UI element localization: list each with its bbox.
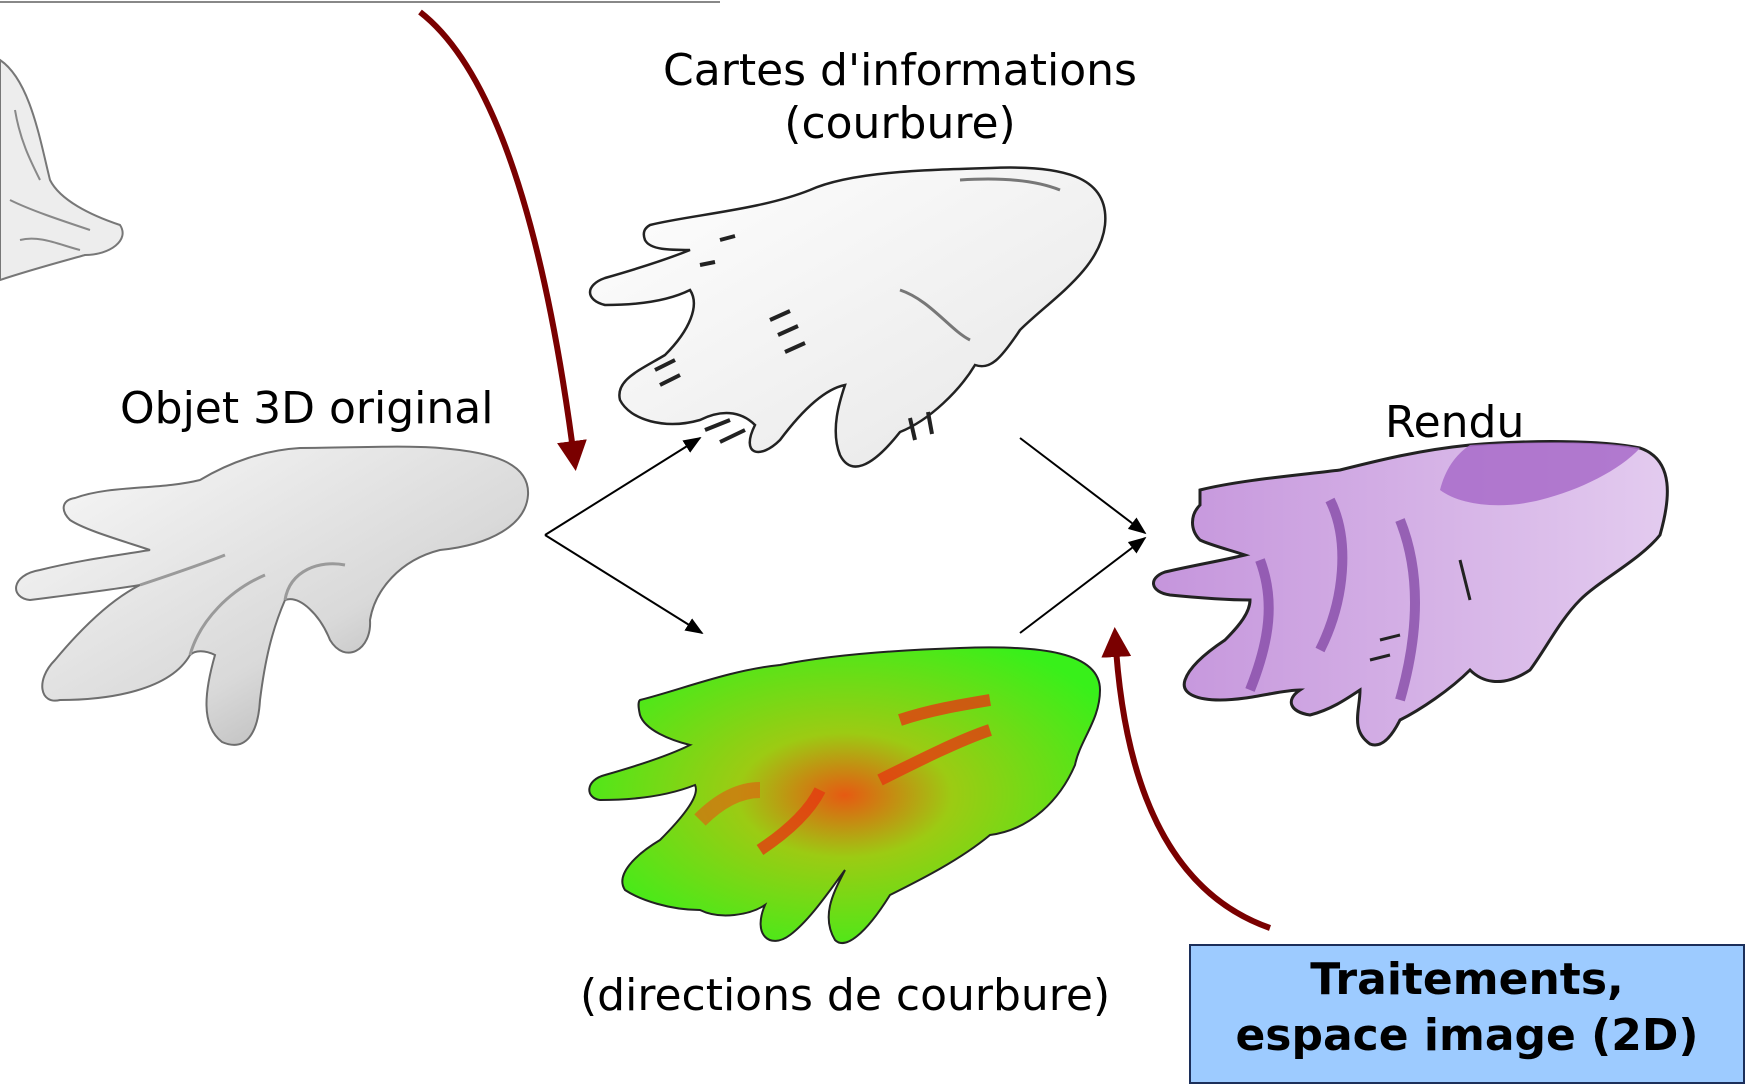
curvature-map-label-line2: (courbure) [500,98,1300,151]
curvature-map-label-line1: Cartes d'informations [500,45,1300,98]
curvature-map-label: Cartes d'informations (courbure) [500,45,1300,151]
rendered-hand-image [1154,442,1668,745]
flow-arrows [545,438,1145,633]
curvature-directions-hand-image [589,647,1100,943]
original-object-label: Objet 3D original [120,383,493,436]
render-label: Rendu [1385,397,1524,450]
processing-box-line2: espace image (2D) [1191,1008,1743,1064]
curvature-directions-label: (directions de courbure) [580,970,1110,1023]
arrow-to-directions [545,535,702,633]
original-hand-image [16,447,528,745]
image-space-processing-box: Traitements, espace image (2D) [1189,944,1745,1084]
curvature-map-hand-image [590,168,1105,467]
processing-box-line1: Traitements, [1191,952,1743,1008]
arrow-to-curvature-map [545,438,700,535]
arrow-map-to-render [1020,438,1145,533]
arrow-directions-to-render [1020,538,1145,633]
